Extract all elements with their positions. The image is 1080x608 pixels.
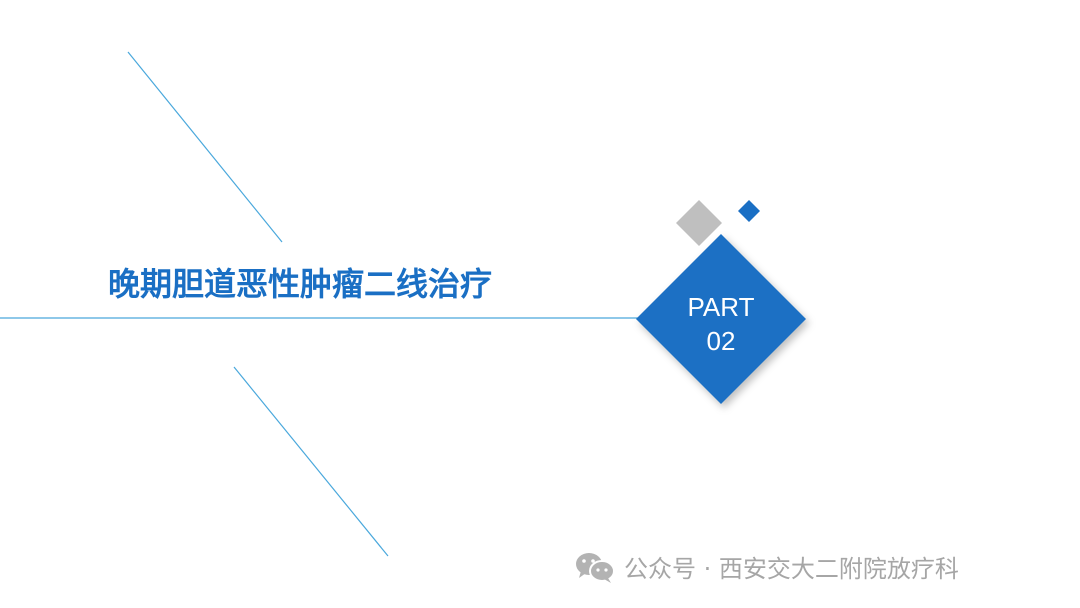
part-badge: PART 02 (661, 290, 781, 358)
diagonal-line-bottom (233, 366, 389, 557)
footer-watermark: 公众号 · 西安交大二附院放疗科 (574, 549, 959, 584)
part-diamond (636, 234, 806, 404)
part-label: PART (687, 292, 755, 322)
footer-text: 公众号 · 西安交大二附院放疗科 (624, 555, 959, 583)
diagonal-line-top (127, 51, 283, 243)
slide-title: 晚期胆道恶性肿瘤二线治疗 (108, 265, 493, 303)
gray-diamond (676, 200, 722, 246)
part-number: 02 (706, 326, 736, 356)
small-blue-diamond (738, 200, 760, 222)
wechat-icon (576, 552, 615, 583)
